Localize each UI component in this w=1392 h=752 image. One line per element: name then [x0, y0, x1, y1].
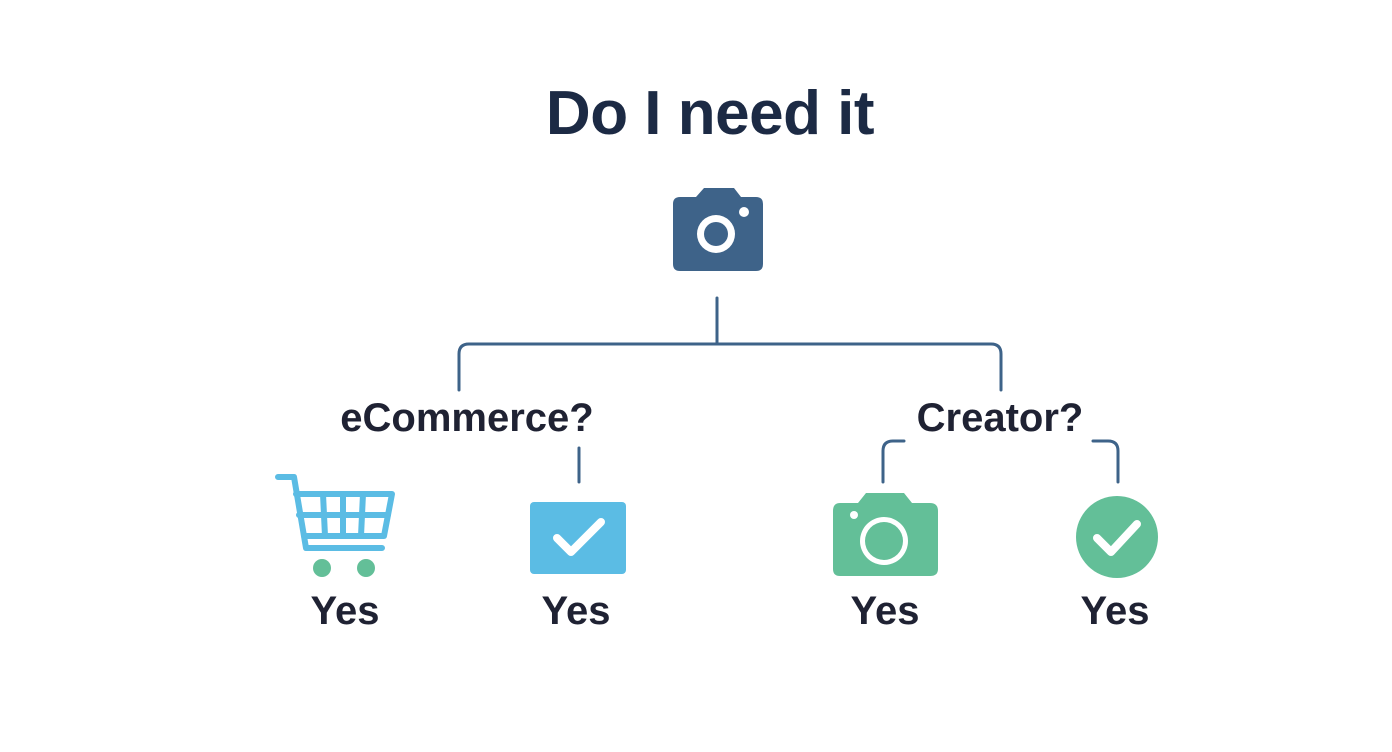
shopping-cart-icon	[275, 474, 395, 577]
creator-right-stem-line	[1091, 439, 1120, 484]
answer-label-creator-camera: Yes	[850, 589, 920, 633]
question-creator: Creator?	[916, 396, 1084, 440]
camera-icon	[833, 493, 938, 576]
creator-left-stem-line	[881, 439, 906, 484]
checkbox-icon	[530, 502, 626, 574]
answer-label-ecommerce-cart: Yes	[310, 589, 380, 633]
answer-label-ecommerce-check: Yes	[541, 589, 611, 633]
camera-icon	[673, 188, 763, 271]
check-circle-icon	[1076, 496, 1158, 578]
answer-label-creator-check: Yes	[1080, 589, 1150, 633]
page-title: Do I need it	[545, 79, 875, 148]
branch-bracket-line	[457, 342, 1003, 392]
question-ecommerce: eCommerce?	[340, 396, 594, 440]
